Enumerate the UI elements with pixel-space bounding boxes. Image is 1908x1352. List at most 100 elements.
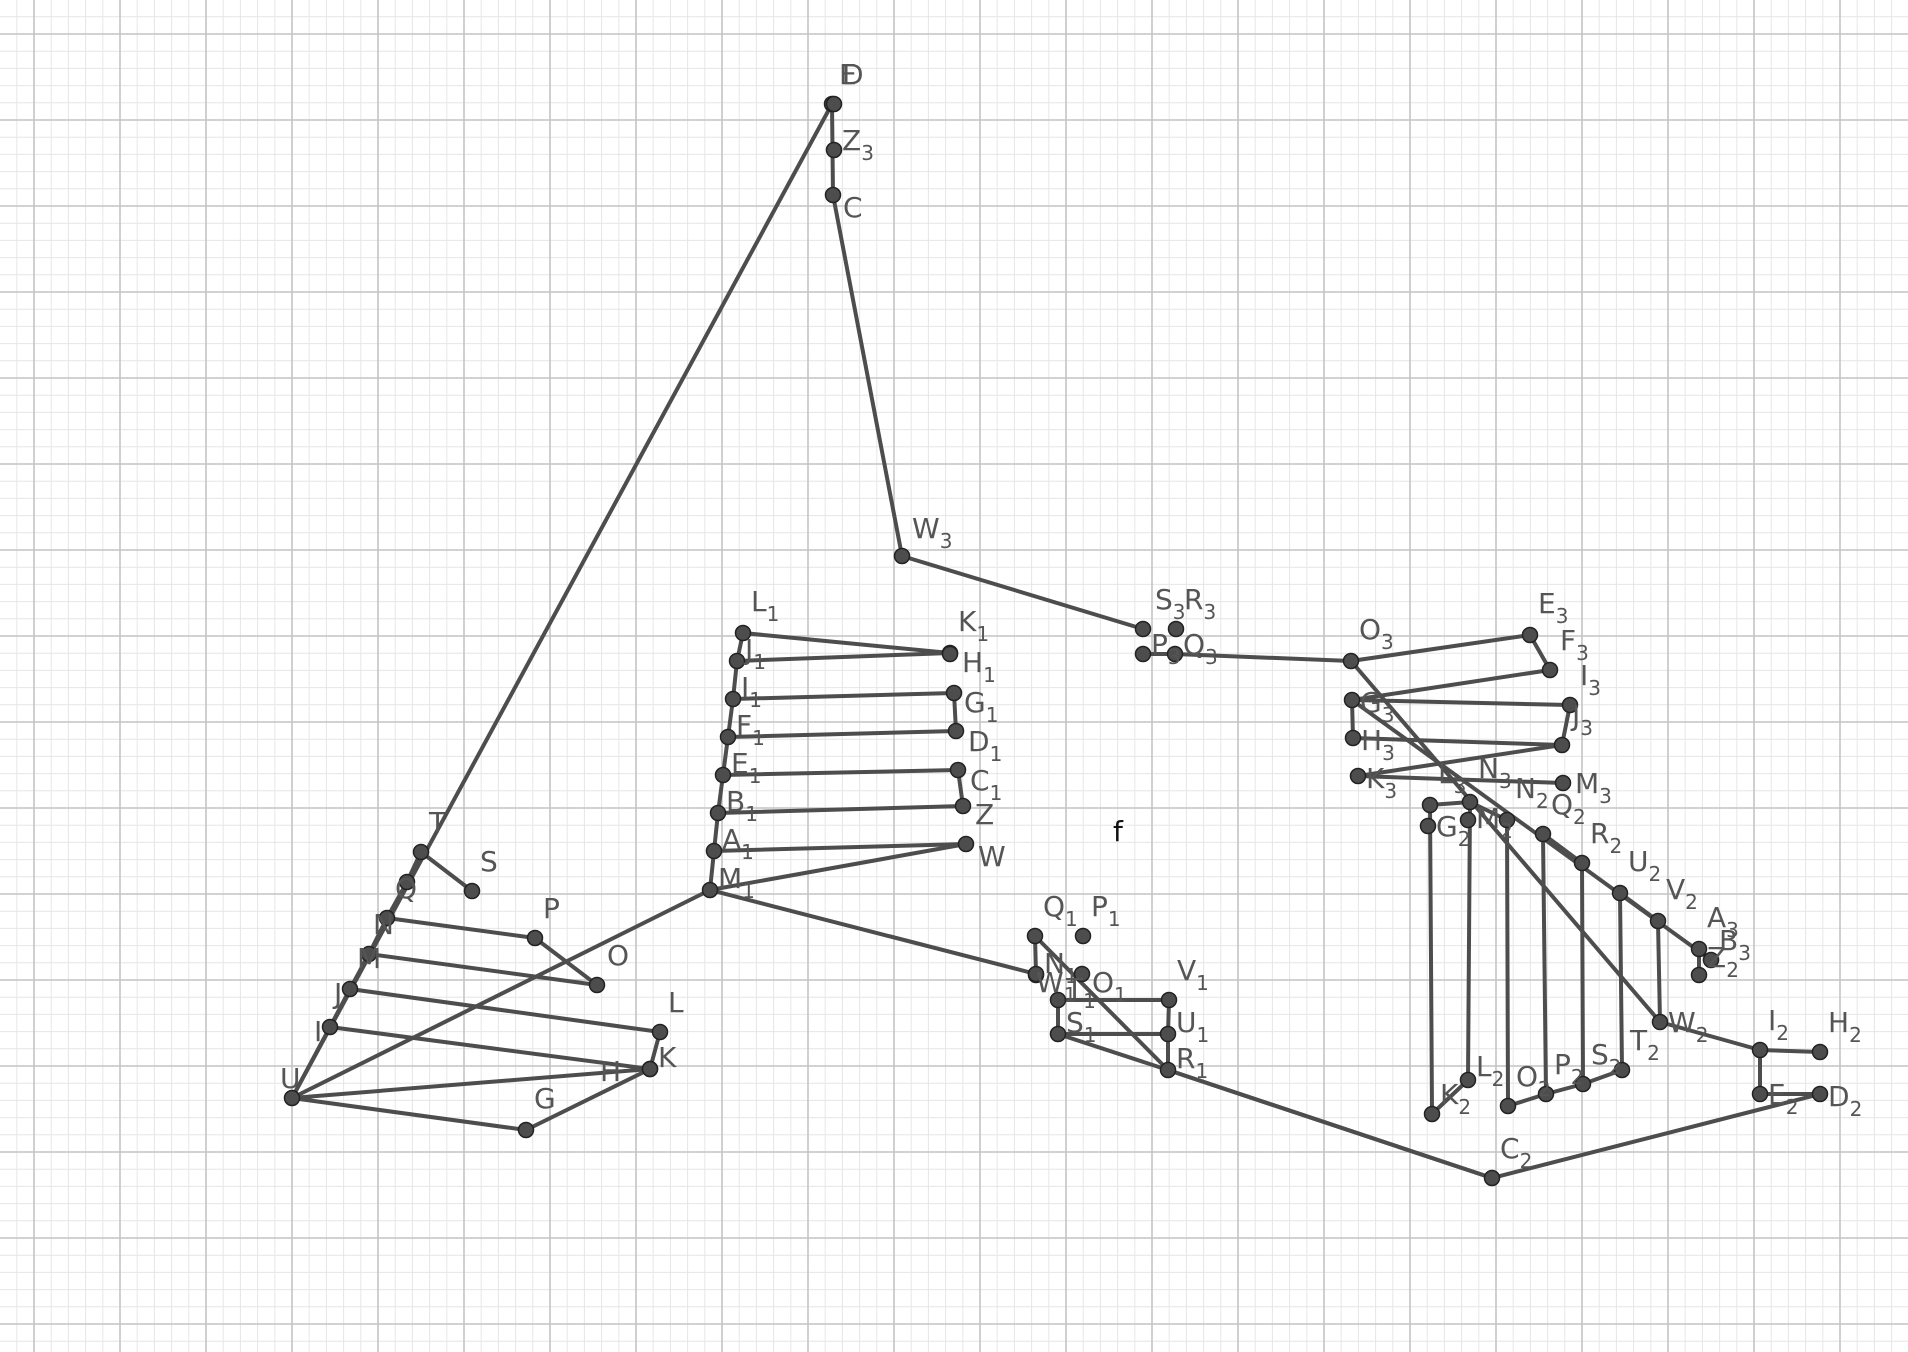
point-G[interactable] (517, 1121, 535, 1139)
segment-N-P[interactable] (385, 916, 537, 940)
point-S2[interactable] (1574, 1075, 1592, 1093)
point-G1[interactable] (945, 684, 963, 702)
point-A1[interactable] (705, 842, 723, 860)
point-J[interactable] (341, 980, 359, 998)
point-S[interactable] (463, 882, 481, 900)
segment-Q2-P2[interactable] (1541, 832, 1548, 1096)
point-L3[interactable] (1421, 796, 1439, 814)
point-E3[interactable] (1521, 626, 1539, 644)
segment-U-H[interactable] (290, 1067, 652, 1100)
point-P3[interactable] (1134, 645, 1152, 663)
point-T[interactable] (412, 843, 430, 861)
point-I2[interactable] (1751, 1041, 1769, 1059)
point-N3[interactable] (1461, 793, 1479, 811)
point-V2[interactable] (1649, 912, 1667, 930)
segment-R2-S2[interactable] (1580, 861, 1585, 1086)
segment-I-U[interactable] (290, 1025, 332, 1100)
point-H[interactable] (641, 1060, 659, 1078)
point-U2[interactable] (1611, 884, 1629, 902)
segment-S1-R1[interactable] (1056, 1032, 1170, 1072)
segment-J-L[interactable] (348, 987, 662, 1034)
point-M2[interactable] (1459, 811, 1477, 829)
polyline-f[interactable] (290, 102, 1822, 1180)
point-L2[interactable] (1459, 1071, 1477, 1089)
point-V1[interactable] (1160, 991, 1178, 1009)
point-Z2[interactable] (1690, 966, 1708, 984)
point-T2[interactable] (1613, 1061, 1631, 1079)
segment-J1-K1[interactable] (735, 651, 952, 663)
point-E2[interactable] (1751, 1085, 1769, 1103)
point-D2[interactable] (1811, 1085, 1829, 1103)
point-C[interactable] (824, 186, 842, 204)
segment-C2-R1[interactable] (1166, 1068, 1494, 1180)
segment-H-G[interactable] (524, 1067, 652, 1132)
point-J1[interactable] (728, 652, 746, 670)
point-B3[interactable] (1702, 951, 1720, 969)
point-P[interactable] (526, 929, 544, 947)
point-W3[interactable] (893, 547, 911, 565)
segment-P-O[interactable] (533, 936, 599, 987)
segment-U-G[interactable] (290, 1096, 528, 1132)
point-E1[interactable] (714, 766, 732, 784)
point-M3[interactable] (1554, 774, 1572, 792)
segment-M-O[interactable] (367, 952, 599, 987)
point-O3[interactable] (1342, 652, 1360, 670)
segment-E1-C1[interactable] (721, 768, 960, 777)
segment-I-K[interactable] (328, 1025, 652, 1071)
point-M1[interactable] (701, 881, 719, 899)
point-Z3[interactable] (825, 141, 843, 159)
point-J3[interactable] (1553, 736, 1571, 754)
segment-V2-W2[interactable] (1656, 919, 1662, 1024)
point-I3[interactable] (1561, 696, 1579, 714)
point-S3[interactable] (1134, 620, 1152, 638)
point-I[interactable] (321, 1018, 339, 1036)
segment-K2-L2[interactable] (1430, 1078, 1470, 1116)
point-R3[interactable] (1167, 620, 1185, 638)
point-Q2[interactable] (1534, 825, 1552, 843)
point-W2[interactable] (1651, 1013, 1669, 1031)
segment-B1-Z[interactable] (716, 804, 965, 815)
segment-J3-K3[interactable] (1356, 743, 1564, 778)
segment-N2-O2[interactable] (1505, 818, 1510, 1108)
point-A3[interactable] (1690, 940, 1708, 958)
point-U[interactable] (283, 1089, 301, 1107)
point-K3[interactable] (1349, 767, 1367, 785)
segment-U2-T2[interactable] (1618, 891, 1624, 1072)
point-O1[interactable] (1073, 965, 1091, 983)
point-N2[interactable] (1498, 811, 1516, 829)
point-D1[interactable] (947, 722, 965, 740)
segment-Q3-O3[interactable] (1173, 652, 1353, 663)
point-F3[interactable] (1541, 661, 1559, 679)
segment-W-M1[interactable] (708, 842, 968, 892)
point-Q[interactable] (398, 873, 416, 891)
point-L1[interactable] (734, 624, 752, 642)
point-I1[interactable] (724, 690, 742, 708)
segment-M1-W1[interactable] (708, 888, 1038, 976)
point-U1[interactable] (1159, 1025, 1177, 1043)
point-M[interactable] (360, 945, 378, 963)
point-N[interactable] (378, 909, 396, 927)
point-F1[interactable] (719, 728, 737, 746)
segment-D2-C2[interactable] (1490, 1092, 1822, 1180)
point-T1[interactable] (1049, 991, 1067, 1009)
point-H2[interactable] (1811, 1043, 1829, 1061)
point-H3[interactable] (1344, 729, 1362, 747)
point-G3[interactable] (1343, 691, 1361, 709)
segment-Q1-R1[interactable] (1033, 934, 1170, 1072)
point-C2[interactable] (1483, 1169, 1501, 1187)
point-K2[interactable] (1423, 1105, 1441, 1123)
segment-N3-L2[interactable] (1466, 800, 1472, 1082)
point-O[interactable] (588, 976, 606, 994)
segment-L3-K2[interactable] (1428, 803, 1434, 1116)
segment-I1-G1[interactable] (731, 691, 956, 701)
segment-G3-I3[interactable] (1350, 698, 1572, 707)
point-R1[interactable] (1159, 1061, 1177, 1079)
segment-A1-W[interactable] (712, 842, 968, 853)
point-P2[interactable] (1537, 1085, 1555, 1103)
point-O2[interactable] (1499, 1097, 1517, 1115)
segment-L1-K1[interactable] (741, 631, 952, 655)
point-B1[interactable] (709, 804, 727, 822)
point-L[interactable] (651, 1023, 669, 1041)
point-Z[interactable] (954, 797, 972, 815)
